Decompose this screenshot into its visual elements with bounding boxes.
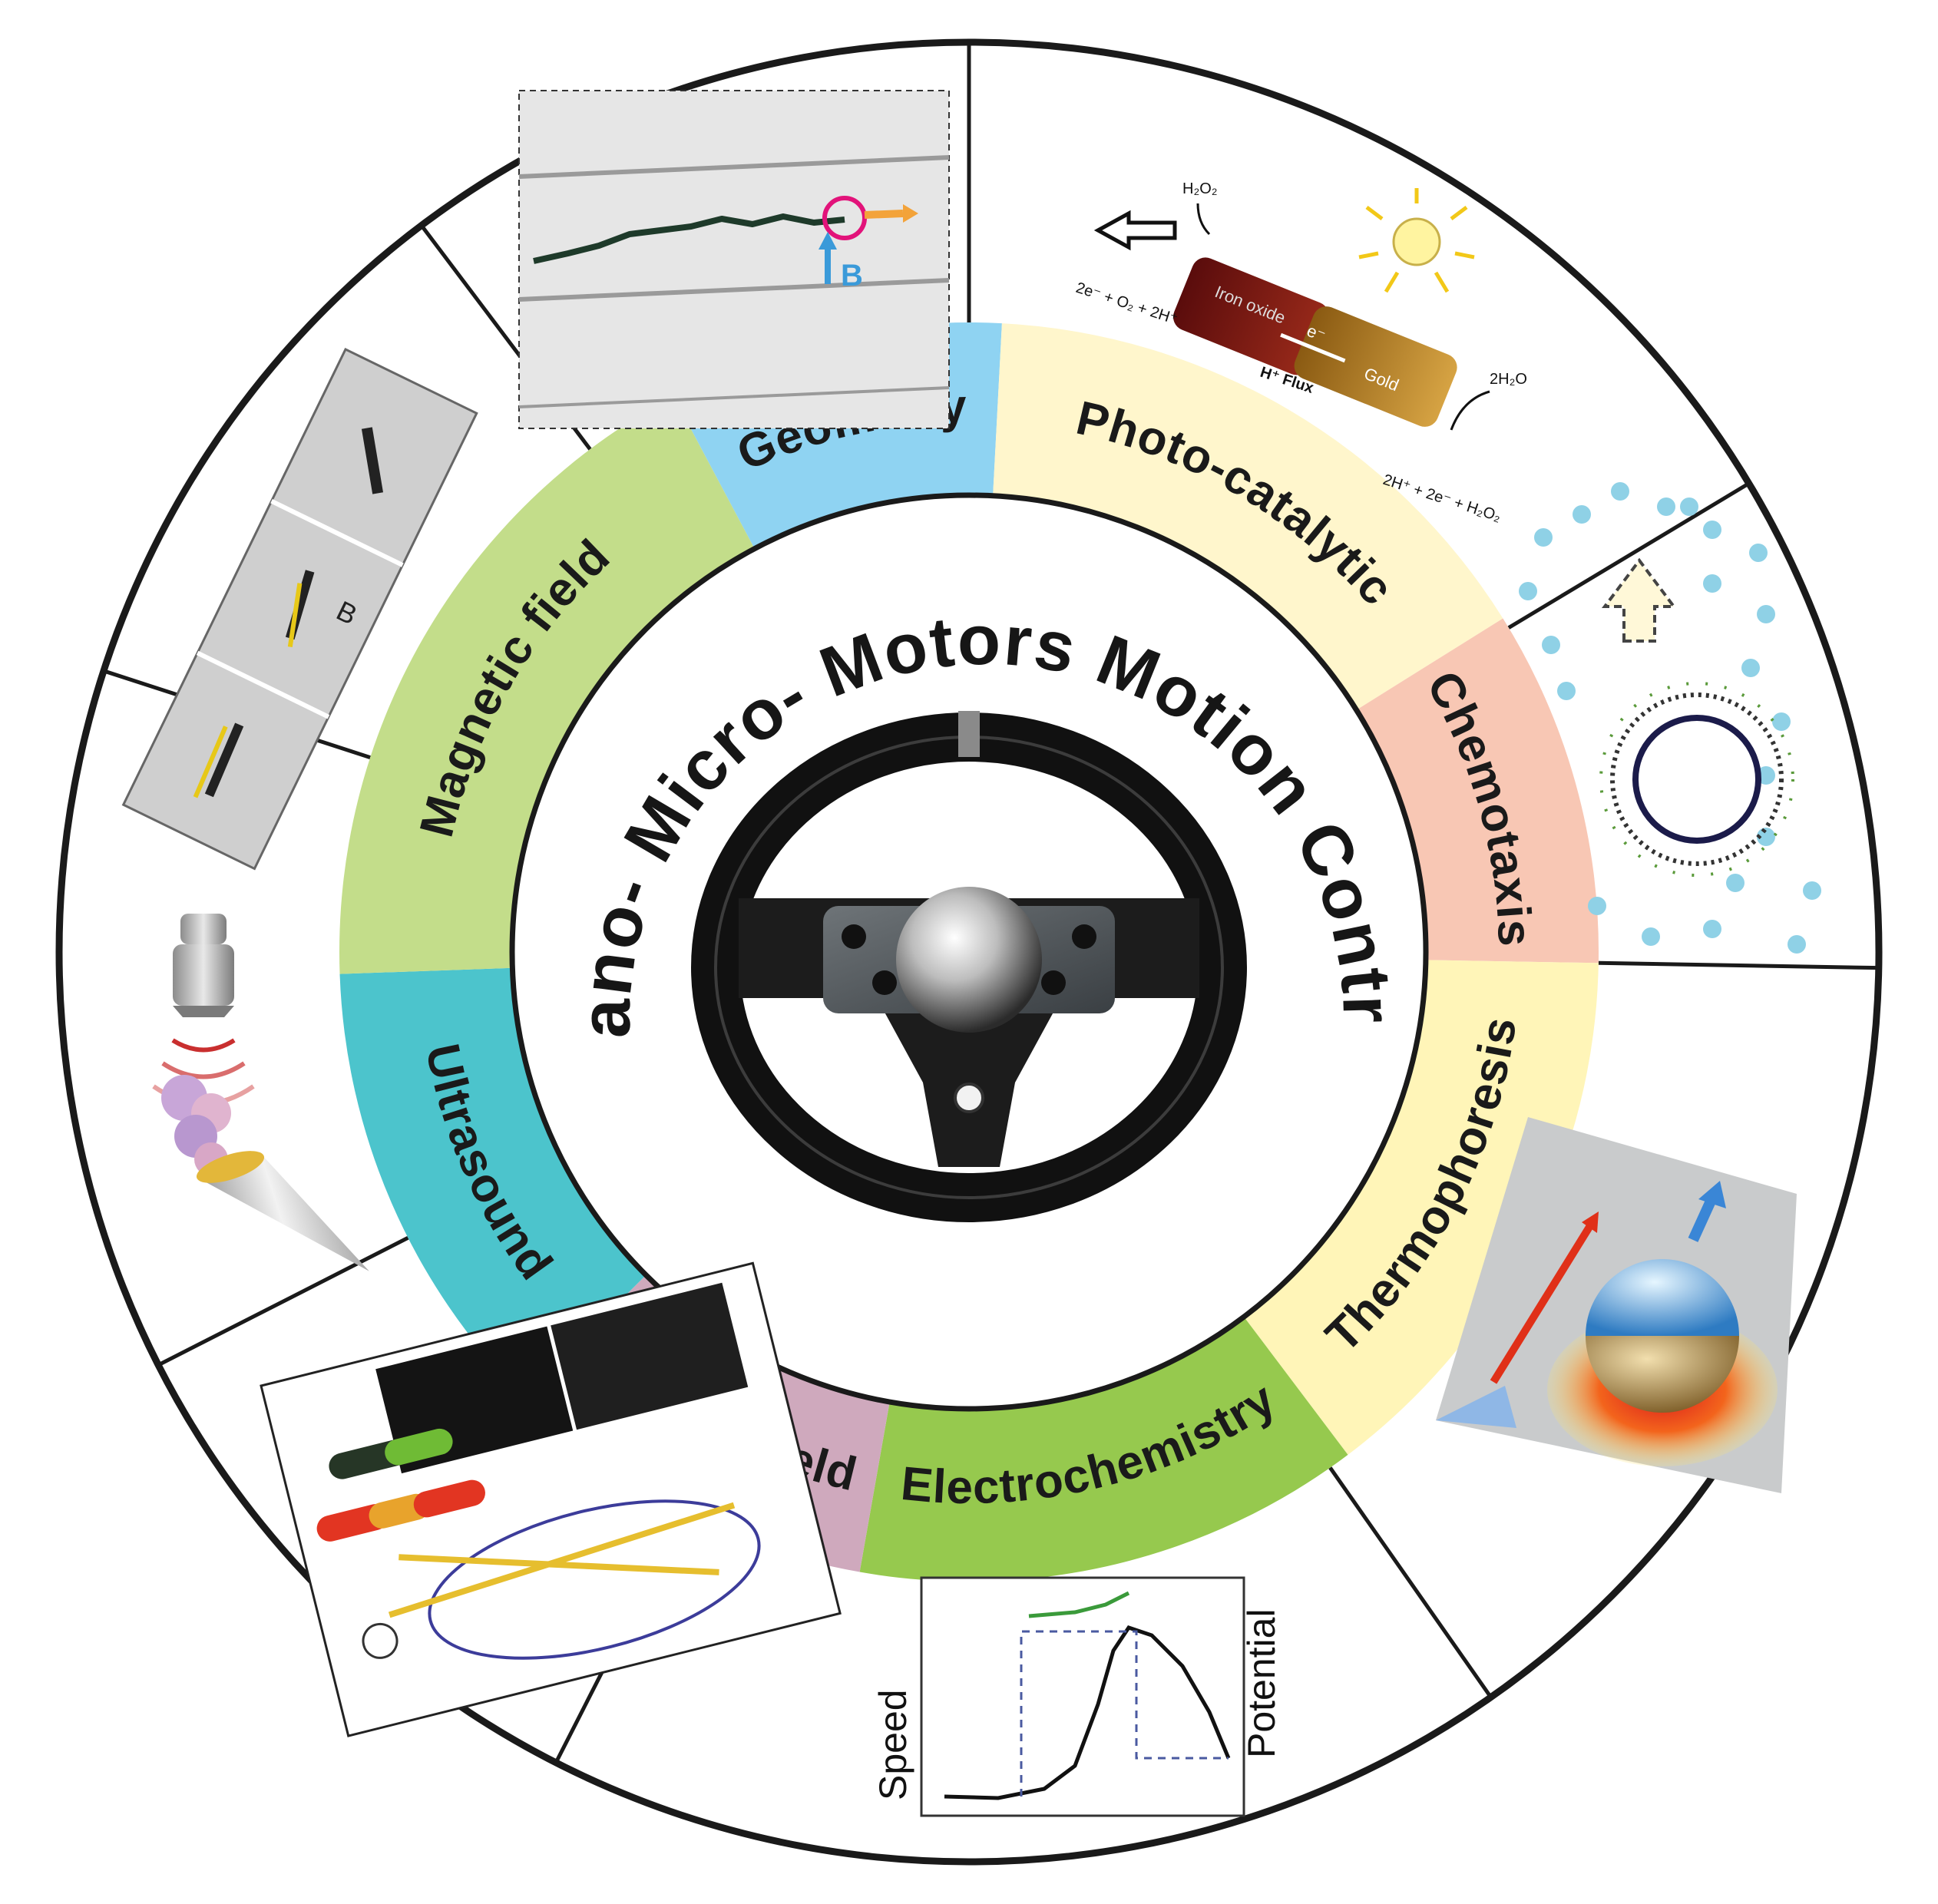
- photo-h2o2-top: H₂O₂: [1182, 180, 1218, 197]
- chemo-dot: [1788, 935, 1806, 954]
- geometry-field-label: B: [841, 259, 863, 293]
- electrochemistry-image: Speed Potential: [871, 1576, 1283, 1817]
- chemo-dot: [1657, 497, 1675, 516]
- chemo-dot: [1588, 897, 1606, 915]
- ring-segment-magnetic-field: [339, 395, 755, 974]
- chemo-dot: [1557, 682, 1576, 700]
- sector-divider-2: [1507, 481, 1751, 630]
- chemo-dot: [1726, 874, 1745, 892]
- ultrasound-transducer-icon: [152, 914, 255, 1106]
- chemo-dot: [1611, 482, 1629, 501]
- electrochem-left-axis-label: Speed: [871, 1689, 914, 1800]
- photo-h2o-label: 2H₂O: [1490, 371, 1527, 388]
- chemo-dot: [1757, 605, 1775, 623]
- ultrasound-image: [152, 914, 369, 1271]
- ring-segment-chemotaxis: [1356, 618, 1599, 964]
- light-bulb-icon: [1358, 188, 1475, 293]
- chemo-dot: [1757, 828, 1775, 846]
- thermophoresis-image: [1436, 1117, 1797, 1493]
- electrochem-right-axis-label: Potential: [1240, 1608, 1283, 1758]
- chemo-dot: [1803, 881, 1821, 900]
- ring-segment-electrochemistry: [859, 1317, 1348, 1582]
- steering-wheel-icon: [691, 711, 1247, 1222]
- chemo-dot: [1741, 659, 1760, 677]
- ring-segment-photocatalytic: [993, 323, 1503, 710]
- sector-divider-3: [1598, 960, 1879, 970]
- chemo-dot: [1534, 528, 1553, 547]
- chemo-dot: [1703, 574, 1721, 593]
- chemo-dot: [1573, 505, 1591, 524]
- chemo-dot: [1680, 497, 1698, 516]
- chemo-dot: [1542, 636, 1560, 654]
- electric-field-image: [260, 1261, 842, 1737]
- chemo-dot: [1703, 521, 1721, 539]
- sector-divider-6: [157, 1236, 409, 1367]
- ring-segment-thermophoresis: [1244, 960, 1599, 1455]
- nanorocket-cone-icon: [196, 1151, 369, 1271]
- magnetic-field-image: B: [121, 347, 478, 871]
- sector-divider-4: [1328, 1466, 1493, 1699]
- chemo-dot: [1703, 920, 1721, 938]
- chemo-dot: [1757, 766, 1775, 785]
- chemoattractant-dots: [1519, 482, 1821, 954]
- ring-segment-ultrasound: [339, 967, 647, 1397]
- chemo-dot: [1749, 544, 1768, 562]
- chemo-dot: [1519, 582, 1537, 600]
- chemo-dot: [1772, 712, 1791, 731]
- chemotaxis-image: [1519, 482, 1821, 954]
- chemo-dot: [1642, 927, 1660, 946]
- geometry-image: B: [518, 90, 950, 429]
